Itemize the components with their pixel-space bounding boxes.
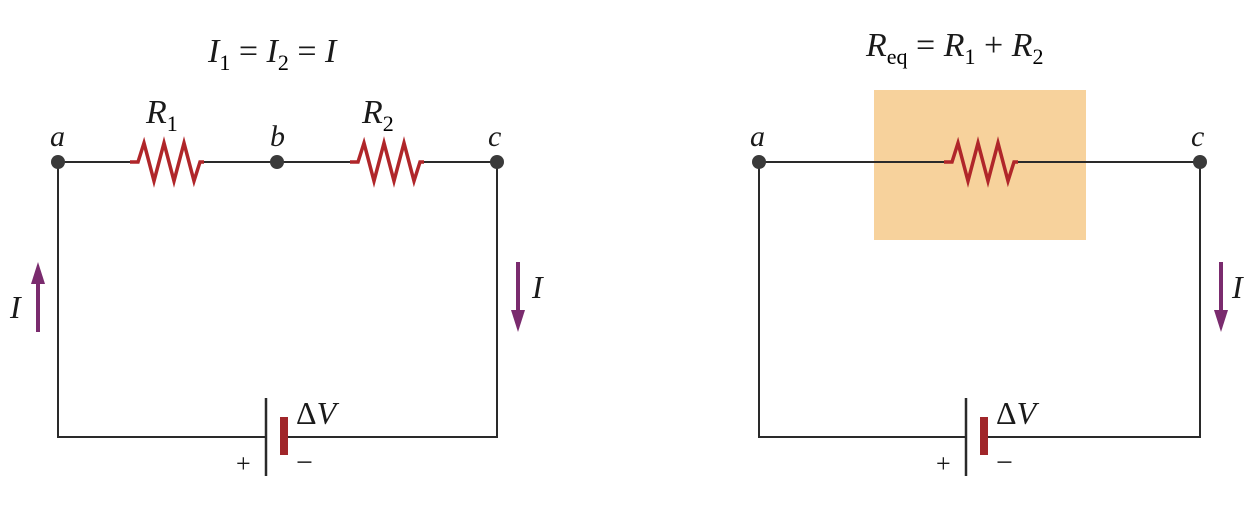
- equivalent-resistance-equation: Req = R1 + R2: [865, 27, 1043, 69]
- right-battery-plus-label: +: [936, 449, 951, 478]
- right-battery-voltage-label: ΔV: [996, 395, 1040, 431]
- battery-voltage-label: ΔV: [296, 395, 340, 431]
- left-current-arrow-up: [31, 262, 45, 332]
- resistor-r1-label: R1: [145, 94, 178, 136]
- node-a-label: a: [50, 120, 65, 153]
- left-current-equation: I1 = I2 = I: [207, 33, 338, 75]
- right-node-c: [1193, 155, 1207, 169]
- node-b-label: b: [270, 120, 285, 153]
- battery-minus-label: −: [296, 446, 313, 479]
- resistor-r2: [350, 136, 424, 188]
- right-battery-minus-label: −: [996, 446, 1013, 479]
- right-node-a-label: a: [750, 120, 765, 153]
- left-current-label: I: [9, 289, 22, 325]
- right-node-a: [752, 155, 766, 169]
- left-wire-right-bottom: [288, 162, 498, 438]
- resistor-r2-label: R2: [361, 94, 394, 136]
- right-circuit-current-label: I: [1231, 269, 1244, 305]
- battery-plus-label: +: [236, 449, 251, 478]
- right-node-c-label: c: [1191, 120, 1204, 153]
- resistor-r1: [130, 136, 204, 188]
- left-wire-left-bottom: [57, 162, 266, 438]
- equivalent-resistor: [944, 136, 1018, 188]
- right-circuit: Req = R1 + R2 a c I ΔV + −: [750, 27, 1244, 479]
- right-circuit-current-arrow-down: [1214, 262, 1228, 332]
- node-a: [51, 155, 65, 169]
- right-battery: [964, 398, 988, 476]
- node-c-label: c: [488, 120, 501, 153]
- right-wire-left-bottom: [758, 162, 966, 438]
- battery: [264, 398, 288, 476]
- right-current-label: I: [531, 269, 544, 305]
- node-c: [490, 155, 504, 169]
- left-circuit: I1 = I2 = I R1 R2 a b c I: [9, 33, 544, 479]
- right-current-arrow-down: [511, 262, 525, 332]
- equivalent-resistor-highlight: [874, 90, 1086, 240]
- right-wire-right-bottom: [988, 162, 1201, 438]
- node-b: [270, 155, 284, 169]
